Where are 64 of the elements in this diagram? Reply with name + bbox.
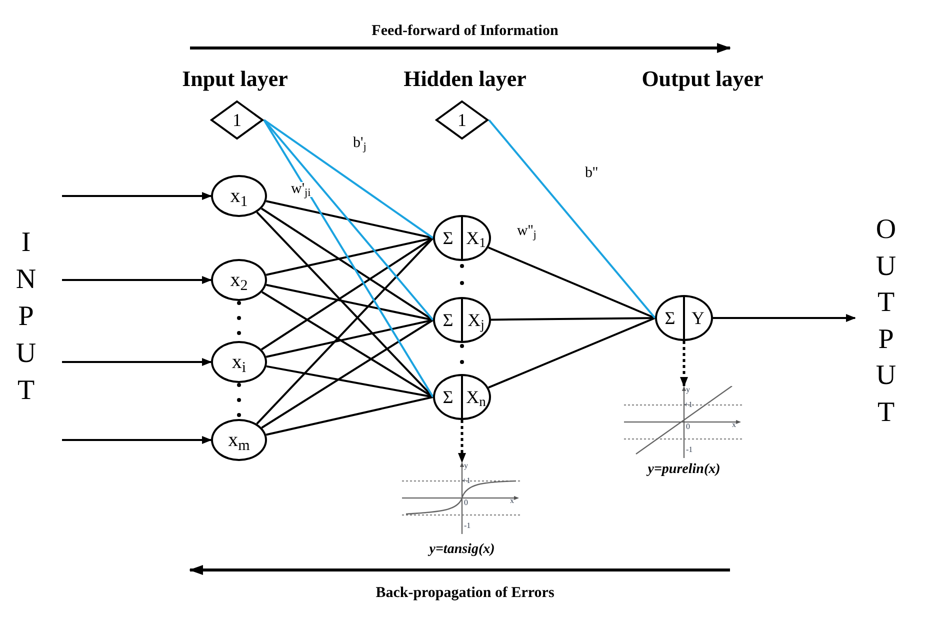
arrow [713, 314, 856, 322]
neuron-label: Y [690, 309, 706, 327]
bias-value: 1 [458, 108, 466, 132]
sigma-symbol: Σ [664, 309, 676, 327]
connection-line [488, 317, 656, 388]
summation-neuron [433, 374, 491, 420]
axis-label: +1 [684, 401, 693, 409]
sigma-symbol: Σ [442, 229, 454, 247]
axis-label: x [510, 497, 514, 505]
arrow-caption: Back-propagation of Errors [374, 584, 556, 603]
axis-label: y [686, 386, 690, 394]
sigma-symbol: Σ [442, 311, 454, 329]
layer-title: Input layer [181, 65, 289, 93]
axis-label: y [464, 462, 468, 470]
neuron-label: x$_{m}$ [228, 430, 250, 450]
layer-title: Output layer [640, 65, 764, 93]
arrow-caption: Feed-forward of Information [370, 22, 560, 41]
input-neuron [211, 175, 267, 217]
neuron-label: x$_{i}$ [232, 352, 246, 372]
layer-title: Hidden layer [402, 65, 528, 93]
neuron-label: X$_{1}$ [465, 229, 487, 247]
connection-line [261, 319, 434, 429]
axis-label: -1 [686, 446, 693, 454]
summation-neuron [433, 215, 491, 261]
input-neuron [211, 341, 267, 383]
arrow [62, 276, 212, 284]
vertical-label: OUTPUT [874, 213, 898, 430]
connection-line [266, 237, 434, 276]
connection-line [488, 119, 656, 319]
arrow [62, 358, 212, 366]
neuron-label: X$_{n}$ [465, 388, 487, 406]
edge-label: b'$_{j}$ [352, 136, 368, 151]
connection-line [263, 119, 434, 398]
sigma-symbol: Σ [442, 388, 454, 406]
dashed-arrow [680, 341, 688, 387]
vertical-label: INPUT [14, 226, 38, 408]
neuron-label: x$_{1}$ [230, 186, 248, 206]
axis-label: -1 [464, 522, 471, 530]
function-caption: y=tansig(x) [426, 540, 496, 558]
connection-line [263, 119, 434, 321]
axis-label: x [732, 421, 736, 429]
input-neuron [211, 419, 267, 461]
connection-line [266, 396, 434, 436]
axis-label: +1 [462, 477, 471, 485]
axis-label: 0 [464, 499, 468, 507]
connection-line [488, 246, 656, 319]
connection-line [256, 237, 434, 425]
connection-line [266, 319, 434, 358]
connection-line [266, 365, 434, 398]
connection-line [266, 284, 434, 321]
edge-label: w''$_{j}$ [516, 224, 538, 239]
input-neuron [211, 259, 267, 301]
edge-label: w'$_{ji}$ [290, 182, 312, 197]
bias-value: 1 [232, 108, 242, 132]
bias-diamond [435, 100, 489, 140]
function-caption: y=purelin(x) [645, 460, 722, 478]
arrow [62, 436, 212, 444]
arrow [62, 192, 212, 200]
connection-line [263, 119, 434, 239]
axis-label: 0 [686, 423, 690, 431]
dashed-arrow [458, 420, 466, 463]
neuron-label: x$_{2}$ [230, 270, 248, 290]
connection-line [490, 317, 656, 321]
bias-diamond [210, 100, 264, 140]
